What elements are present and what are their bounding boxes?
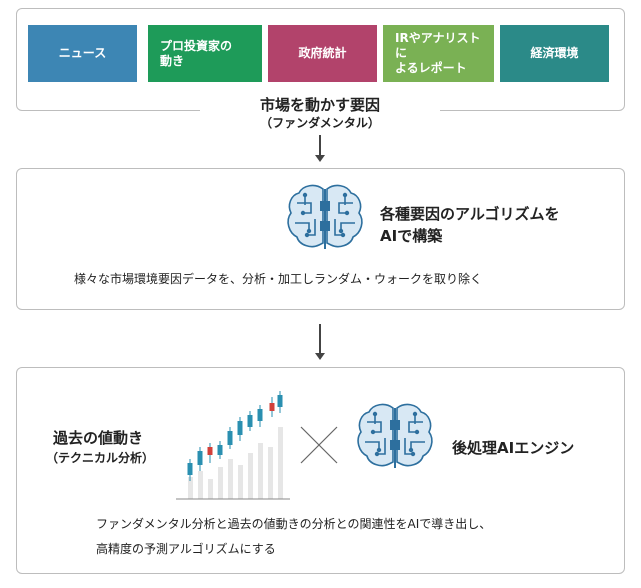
flow-arrow-1 [319,135,321,156]
category-economic-environment: 経済環境 [500,25,609,82]
category-government-stats: 政府統計 [268,25,377,82]
category-label: 政府統計 [298,46,347,60]
past-movement-title: 過去の値動き [53,429,144,447]
algorithm-heading-line2: AIで構築 [380,227,443,245]
algorithm-description: 様々な市場環境要因データを、分析・加工しランダム・ウォークを取り除く [74,272,483,286]
factors-title: 市場を動かす要因 [200,94,440,115]
engine-label: 後処理AIエンジン [452,439,575,457]
engine-description-line1: ファンダメンタル分析と過去の値動きの分析との関連性をAIで導き出し、 [96,517,492,531]
category-label: プロ投資家の 動き [160,38,233,68]
candlestick-chart-icon [176,391,290,500]
category-label: 経済環境 [530,46,579,60]
brain-icon [287,184,363,249]
flow-arrow-1-head [315,155,325,162]
multiply-icon [300,426,338,464]
algorithm-heading-line1: 各種要因のアルゴリズムを [380,205,560,223]
category-ir-analyst-reports: IRやアナリストに よるレポート [383,25,494,82]
flow-arrow-2 [319,324,321,354]
category-label: IRやアナリストに よるレポート [395,31,481,75]
flow-arrow-2-head [315,353,325,360]
engine-description-line2: 高精度の予測アルゴリズムにする [96,542,276,556]
category-pro-investors: プロ投資家の 動き [148,25,262,82]
factors-subtitle: （ファンダメンタル） [260,116,380,130]
category-label: ニュース [58,46,107,60]
past-movement-subtitle: （テクニカル分析） [46,451,155,465]
brain-icon [357,403,433,468]
engine-panel [16,367,625,574]
category-news: ニュース [28,25,137,82]
